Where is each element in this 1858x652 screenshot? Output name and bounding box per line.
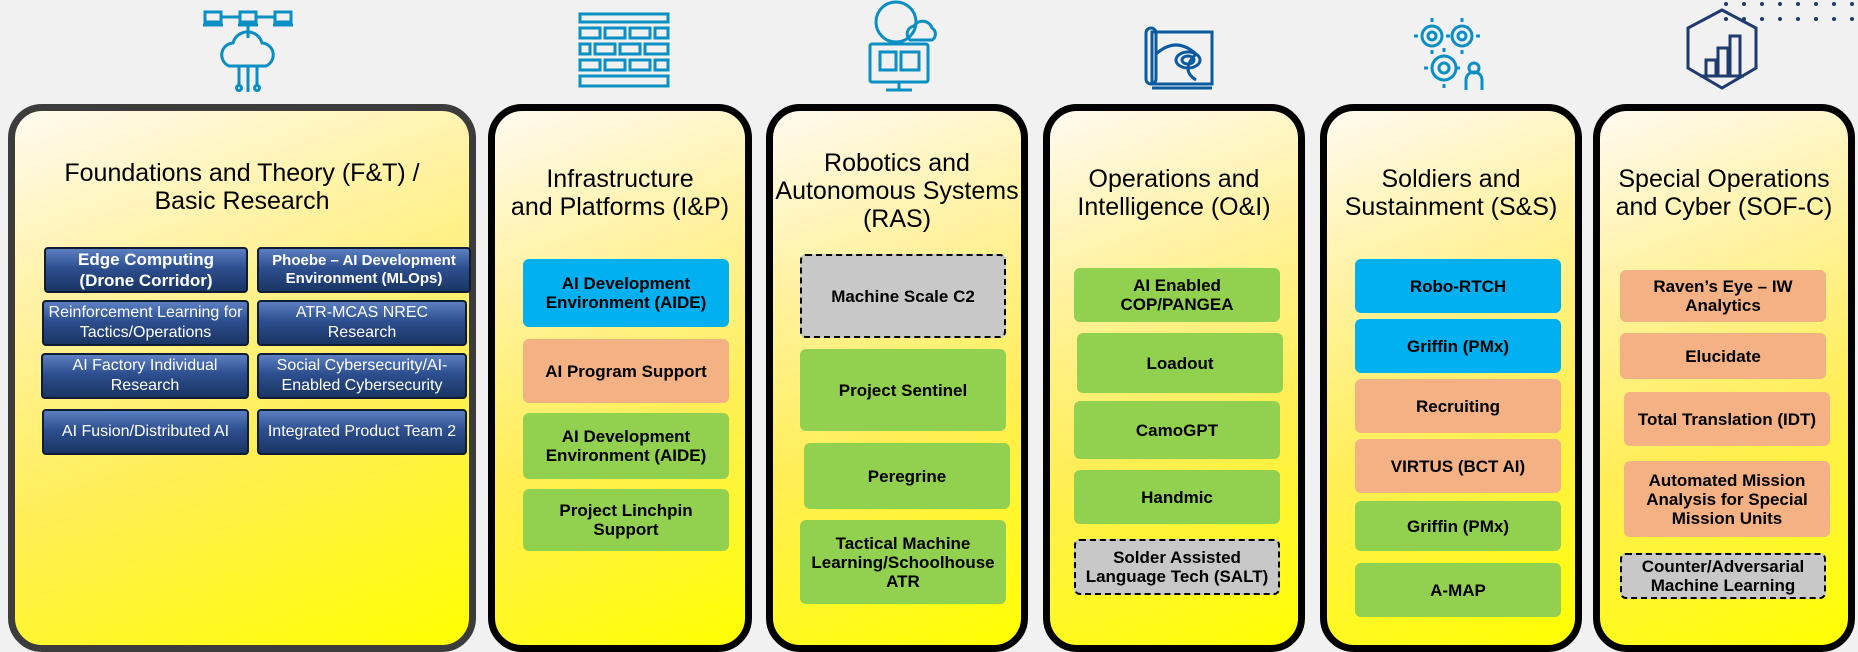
column-title: Operations and Intelligence (O&I) — [1050, 165, 1298, 221]
gears-person-icon — [1414, 18, 1484, 90]
item-automated-mission-analysis: Automated Mission Analysis for Special M… — [1624, 461, 1830, 537]
item-total-translation: Total Translation (IDT) — [1624, 392, 1830, 446]
column-title: Special Operations and Cyber (SOF-C) — [1600, 165, 1848, 221]
hexagon-chart-icon — [1686, 8, 1758, 90]
column-title: Soldiers and Sustainment (S&S) — [1327, 165, 1575, 221]
item-integrated-product-team: Integrated Product Team 2 — [257, 409, 467, 455]
blueprint-icon — [1144, 26, 1214, 90]
item-handmic: Handmic — [1074, 470, 1280, 524]
column-foundations-theory: Foundations and Theory (F&T) / Basic Res… — [8, 104, 476, 652]
item-ravens-eye: Raven’s Eye – IW Analytics — [1620, 270, 1826, 322]
item-cop-pangea: AI Enabled COP/PANGEA — [1074, 268, 1280, 322]
column-robotics-autonomous: Robotics and Autonomous Systems (RAS) Ma… — [766, 104, 1028, 652]
item-tactical-ml: Tactical Machine Learning/Schoolhouse AT… — [800, 520, 1006, 604]
dot-pattern-decoration — [1724, 2, 1854, 21]
item-ai-factory: AI Factory Individual Research — [41, 353, 249, 399]
item-aide-green: AI Development Environment (AIDE) — [523, 413, 729, 479]
item-reinforcement-learning: Reinforcement Learning for Tactics/Opera… — [42, 300, 249, 346]
item-aide-blue: AI Development Environment (AIDE) — [523, 259, 729, 327]
item-recruiting: Recruiting — [1355, 379, 1561, 433]
column-title-line: Foundations and Theory (F&T) / — [64, 159, 420, 187]
item-peregrine: Peregrine — [804, 443, 1010, 509]
column-operations-intelligence: Operations and Intelligence (O&I) AI Ena… — [1043, 104, 1305, 652]
item-atr-mcas: ATR-MCAS NREC Research — [257, 300, 467, 346]
column-title-line: Soldiers and — [1381, 165, 1521, 193]
item-loadout: Loadout — [1077, 333, 1283, 393]
item-griffin-blue: Griffin (PMx) — [1355, 319, 1561, 373]
column-soldiers-sustainment: Soldiers and Sustainment (S&S) Robo-RTCH… — [1320, 104, 1582, 652]
item-ai-program-support: AI Program Support — [523, 339, 729, 403]
item-griffin-green: Griffin (PMx) — [1355, 501, 1561, 551]
item-project-linchpin: Project Linchpin Support — [523, 489, 729, 551]
column-title: Robotics and Autonomous Systems (RAS) — [773, 149, 1021, 233]
column-title-line: Robotics and — [824, 149, 970, 177]
column-infrastructure-platforms: Infrastructure and Platforms (I&P) AI De… — [488, 104, 752, 652]
column-title-line: Autonomous Systems — [775, 177, 1019, 205]
item-ai-fusion: AI Fusion/Distributed AI — [42, 409, 249, 455]
item-virtus: VIRTUS (BCT AI) — [1355, 439, 1561, 493]
column-title-line: and Platforms (I&P) — [510, 193, 730, 221]
column-title-line: Operations and — [1088, 165, 1260, 193]
item-a-map: A-MAP — [1355, 563, 1561, 617]
monitor-cloud-icon — [868, 0, 937, 92]
column-title: Foundations and Theory (F&T) / Basic Res… — [15, 159, 469, 215]
item-salt: Solder Assisted Language Tech (SALT) — [1074, 539, 1280, 595]
column-title: Infrastructure and Platforms (I&P) — [495, 165, 745, 221]
cloud-network-icon — [203, 10, 293, 92]
column-title-line: Intelligence (O&I) — [1077, 193, 1271, 221]
item-elucidate: Elucidate — [1620, 333, 1826, 379]
column-title-line: Basic Research — [154, 187, 330, 215]
column-title-line: Sustainment (S&S) — [1344, 193, 1558, 221]
column-special-operations-cyber: Special Operations and Cyber (SOF-C) Rav… — [1593, 104, 1855, 652]
column-title-line: Special Operations — [1618, 165, 1830, 193]
column-title-line: (RAS) — [862, 205, 932, 233]
item-edge-computing: Edge Computing (Drone Corridor) — [44, 247, 248, 293]
item-machine-scale-c2: Machine Scale C2 — [800, 254, 1006, 338]
column-title-line: and Cyber (SOF-C) — [1615, 193, 1833, 221]
item-phoebe: Phoebe – AI Development Environment (MLO… — [257, 247, 471, 293]
item-project-sentinel: Project Sentinel — [800, 349, 1006, 431]
item-robo-rtch: Robo-RTCH — [1355, 259, 1561, 313]
column-title-line: Infrastructure — [546, 165, 694, 193]
brick-wall-icon — [578, 12, 670, 88]
item-camogpt: CamoGPT — [1074, 401, 1280, 459]
item-counter-adversarial-ml: Counter/Adversarial Machine Learning — [1620, 553, 1826, 599]
item-social-cybersecurity: Social Cybersecurity/AI-Enabled Cybersec… — [257, 353, 467, 399]
